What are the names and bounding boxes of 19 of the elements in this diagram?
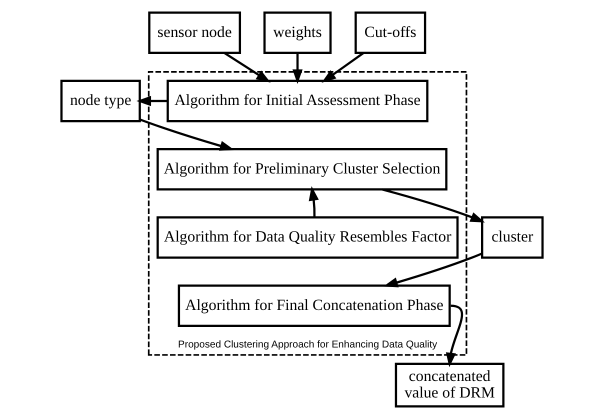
arrow bbox=[383, 252, 482, 288]
node-box: Algorithm for Final Concatenation Phase bbox=[178, 284, 451, 327]
arrow bbox=[446, 304, 464, 368]
node-box: concatenated value of DRM bbox=[394, 362, 504, 408]
arrow bbox=[382, 188, 485, 223]
node-box: Algorithm for Data Quality Resembles Factor bbox=[156, 216, 459, 259]
node-box: Algorithm for Preliminary Cluster Selection bbox=[156, 148, 448, 190]
node-box: node type bbox=[60, 80, 141, 122]
arrow bbox=[292, 52, 303, 84]
arrow bbox=[224, 52, 271, 83]
node-box: sensor node bbox=[148, 11, 242, 54]
node-box: weights bbox=[263, 11, 332, 54]
arrow bbox=[322, 52, 364, 83]
arrow bbox=[136, 96, 168, 106]
node-box: Algorithm for Initial Assessment Phase bbox=[166, 80, 428, 122]
node-box: Cut-offs bbox=[354, 11, 426, 54]
node-box: cluster bbox=[481, 216, 544, 259]
arrow bbox=[308, 186, 319, 218]
arrow bbox=[140, 118, 234, 151]
